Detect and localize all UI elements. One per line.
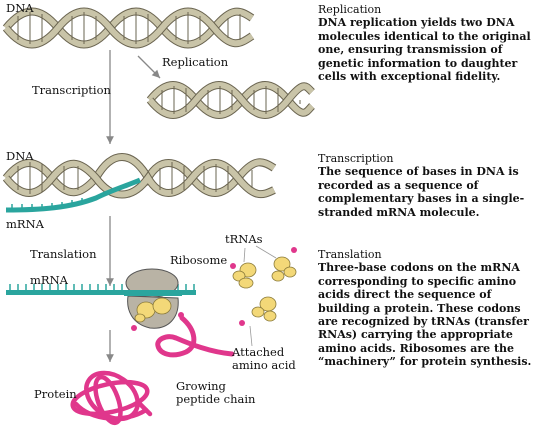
- replication-title: Replication: [318, 3, 382, 16]
- attached-label-1: Attached: [232, 345, 285, 359]
- trna-3: [239, 296, 277, 326]
- replication-body: DNA replication yields two DNA molecules…: [318, 16, 531, 84]
- mrna-label-low: mRNA: [30, 273, 68, 287]
- mrna-transcript: [5, 177, 141, 213]
- translation-description: Translation Three-base codons on the mRN…: [318, 248, 536, 369]
- dna-helix-transcription: [2, 153, 277, 199]
- attached-label-2: amino acid: [232, 358, 296, 372]
- mrna-strand-translation: [6, 269, 196, 295]
- mrna-label-mid: mRNA: [6, 217, 44, 231]
- replication-description: Replication DNA replication yields two D…: [318, 3, 536, 83]
- folded-protein: [70, 370, 153, 426]
- trnas-label: tRNAs: [225, 232, 263, 246]
- dna-label-top: DNA: [6, 1, 34, 15]
- translation-body: Three-base codons on the mRNA correspond…: [318, 261, 532, 369]
- transcription-label: Transcription: [32, 83, 111, 97]
- dna-helix-replicated: [146, 81, 315, 119]
- central-dogma-diagram: [2, 7, 315, 426]
- trna-molecules: [230, 245, 297, 347]
- growing-label-1: Growing: [176, 379, 226, 393]
- transcription-description: Transcription The sequence of bases in D…: [318, 152, 536, 219]
- transcription-body: The sequence of bases in DNA is recorded…: [318, 165, 525, 219]
- dna-label-mid: DNA: [6, 149, 34, 163]
- replication-label: Replication: [162, 55, 229, 69]
- translation-label: Translation: [30, 247, 97, 261]
- trna-2: [271, 247, 297, 282]
- dna-helix-top: [2, 7, 255, 49]
- transcription-title: Transcription: [318, 152, 394, 165]
- trna-1: [230, 262, 257, 289]
- ribosome: [124, 268, 184, 331]
- ribosome-label: Ribosome: [170, 253, 228, 267]
- flow-arrows: [106, 50, 161, 362]
- growing-label-2: peptide chain: [176, 392, 256, 406]
- protein-label: Protein: [34, 387, 77, 401]
- growing-peptide-chain: [155, 315, 235, 358]
- translation-title: Translation: [318, 248, 382, 261]
